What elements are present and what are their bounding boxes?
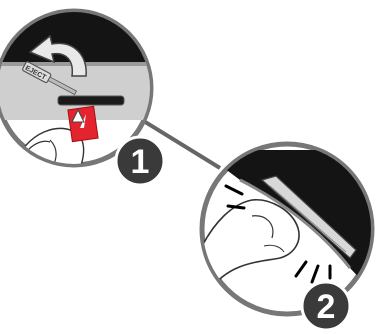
step-2-panel: 2 [200, 144, 377, 330]
step-1-number: 1 [131, 143, 150, 181]
step-1-panel: EJECT 1 [0, 0, 170, 185]
step-1-badge: 1 [116, 137, 164, 185]
step-2-number: 2 [317, 288, 336, 326]
sd-slot [58, 96, 124, 105]
step-2-badge: 2 [302, 282, 350, 330]
